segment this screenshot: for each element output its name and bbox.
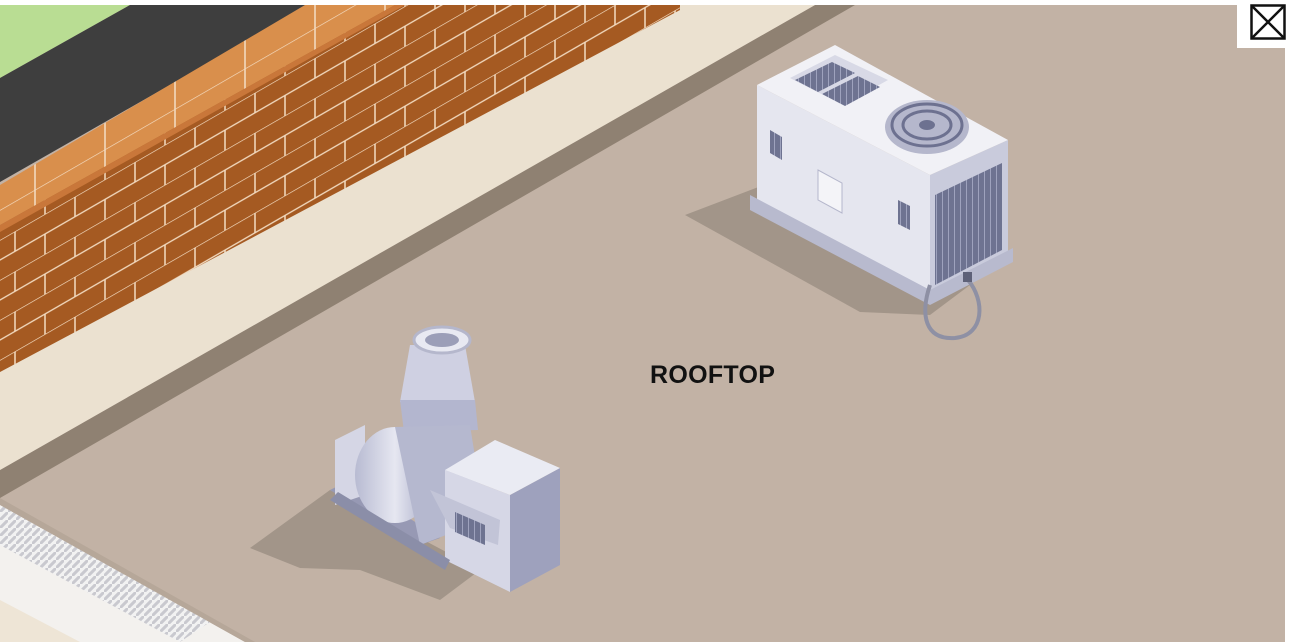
ac-connector bbox=[963, 272, 972, 282]
ac-cable bbox=[923, 278, 982, 341]
fan-stack-inner bbox=[425, 333, 459, 347]
fan-box-right bbox=[510, 468, 560, 592]
exhaust-fan-unit bbox=[250, 325, 560, 600]
roof-edge bbox=[0, 498, 255, 642]
ac-fan-hub bbox=[919, 120, 935, 130]
fan-intake-mesh bbox=[455, 512, 485, 545]
ac-left-face bbox=[757, 85, 930, 300]
rooftop-label: ROOFTOP bbox=[650, 361, 776, 389]
close-box-icon bbox=[1250, 4, 1286, 40]
fan-stack-collar bbox=[400, 400, 478, 432]
fan-stack bbox=[400, 345, 475, 402]
parapet-shadow-band bbox=[0, 5, 855, 498]
rooftop-ac-unit bbox=[685, 45, 1013, 341]
ac-small-vent bbox=[770, 130, 782, 160]
ac-front-vent bbox=[898, 200, 910, 230]
ac-top-vent-2 bbox=[822, 76, 880, 106]
top-margin bbox=[0, 0, 1290, 5]
walkway-edge bbox=[0, 600, 80, 642]
drain-grill bbox=[0, 505, 210, 642]
fan-shadow bbox=[250, 490, 480, 600]
brick-wall-edge bbox=[0, 5, 405, 232]
fan-box-top bbox=[445, 440, 560, 495]
close-button[interactable] bbox=[1237, 0, 1290, 48]
ac-fan-grille-inner bbox=[901, 109, 953, 141]
ac-service-panel bbox=[817, 169, 843, 214]
ac-fan-grille bbox=[890, 102, 964, 148]
fan-base-skid bbox=[330, 492, 450, 570]
parapet-cap bbox=[0, 5, 815, 470]
ac-side-grille bbox=[935, 163, 1002, 285]
brick-wall-face bbox=[0, 5, 680, 372]
ac-top-vent-1 bbox=[795, 62, 855, 92]
right-margin bbox=[1285, 0, 1290, 642]
